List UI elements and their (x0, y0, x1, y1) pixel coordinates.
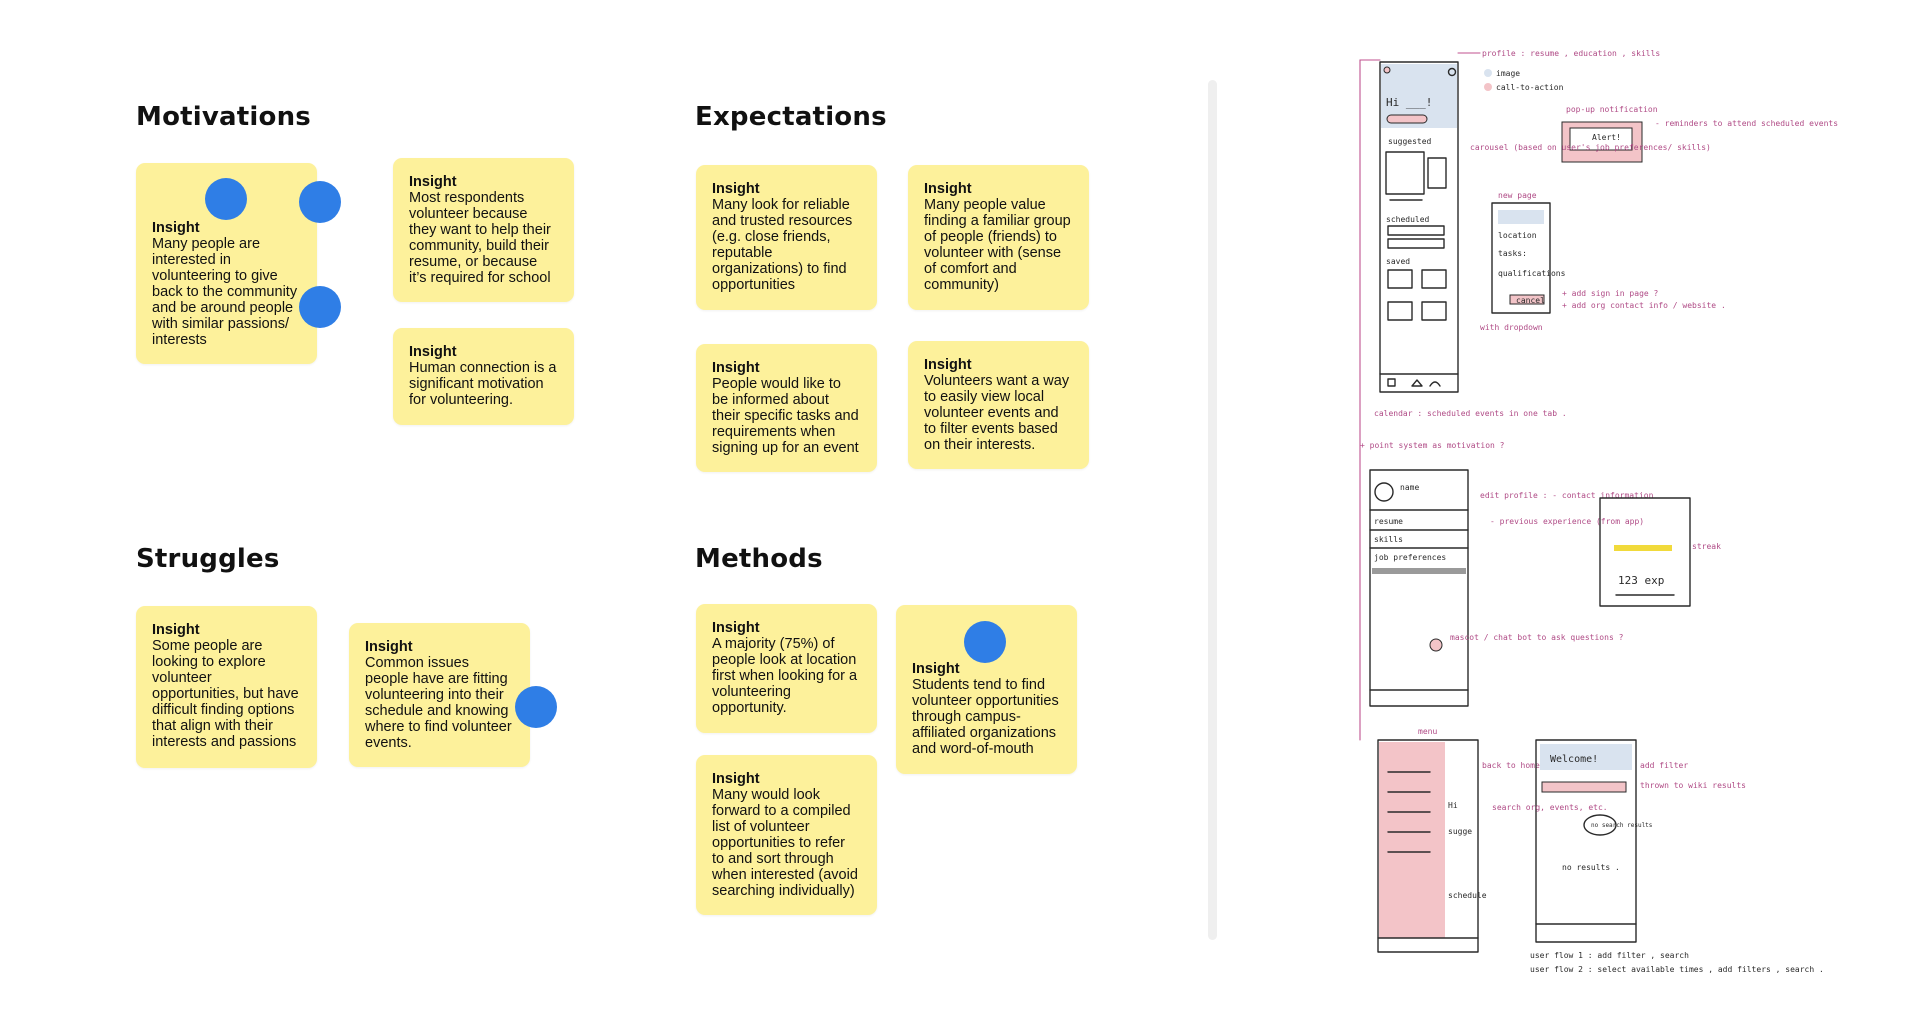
svg-text:- previous experience (from ap: - previous experience (from app) (1490, 517, 1644, 526)
svg-text:- reminders to attend schedule: - reminders to attend scheduled events (1655, 119, 1838, 128)
note-body: People would like to be informed about t… (712, 376, 859, 456)
note-title: Insight (712, 771, 760, 787)
svg-text:with dropdown: with dropdown (1480, 323, 1543, 332)
svg-text:profile : resume , education ,: profile : resume , education , skills (1482, 49, 1660, 58)
svg-text:skills: skills (1374, 535, 1403, 544)
svg-text:123 exp: 123 exp (1618, 574, 1664, 587)
note-body: Volunteers want a way to easily view loc… (924, 373, 1070, 453)
svg-text:call-to-action: call-to-action (1496, 83, 1564, 92)
svg-text:Alert!: Alert! (1592, 133, 1621, 142)
svg-text:+ add org contact info / websi: + add org contact info / website . (1562, 301, 1726, 310)
svg-text:search org, events, etc.: search org, events, etc. (1492, 803, 1608, 812)
svg-text:job preferences: job preferences (1374, 553, 1446, 562)
note-body: Human connection is a significant motiva… (409, 360, 557, 408)
collaborator-dot[interactable] (515, 686, 557, 728)
note-title: Insight (365, 639, 413, 655)
svg-text:image: image (1496, 69, 1520, 78)
note-body: Many would look forward to a compiled li… (712, 787, 858, 899)
sticky-note-methods-3[interactable]: Insight Many would look forward to a com… (696, 755, 877, 915)
note-body: Students tend to find volunteer opportun… (912, 677, 1059, 757)
svg-text:edit profile : - contact infor: edit profile : - contact information (1480, 491, 1654, 500)
collaborator-dot[interactable] (299, 286, 341, 328)
note-title: Insight (409, 174, 457, 190)
svg-text:carousel (based on user's job: carousel (based on user's job preference… (1470, 143, 1711, 152)
svg-text:pop-up notification: pop-up notification (1566, 105, 1658, 114)
svg-text:name: name (1400, 483, 1419, 492)
note-body: Most respondents volunteer because they … (409, 190, 551, 286)
wireframe-home-screen: Hi ___! suggested scheduled saved (1379, 61, 1459, 393)
svg-text:thrown to wiki results: thrown to wiki results (1640, 781, 1746, 790)
svg-text:scheduled: scheduled (1386, 215, 1430, 224)
wireframe-menu-screen: Hi sugge schedule (1377, 739, 1487, 953)
svg-text:suggested: suggested (1388, 137, 1432, 146)
svg-text:menu: menu (1418, 727, 1437, 736)
heading-expectations: Expectations (695, 102, 887, 132)
svg-text:back to home: back to home (1482, 761, 1540, 770)
sticky-note-expectations-3[interactable]: Insight People would like to be informed… (696, 344, 877, 472)
svg-text:Welcome!: Welcome! (1550, 754, 1598, 765)
svg-text:no search results: no search results (1591, 822, 1653, 829)
heading-motivations: Motivations (136, 102, 311, 132)
svg-text:saved: saved (1386, 257, 1410, 266)
sticky-note-expectations-2[interactable]: Insight Many people value finding a fami… (908, 165, 1089, 310)
wireframe-search-screen: Welcome! no search results no results . (1535, 739, 1653, 943)
svg-text:+ point system as motivation ?: + point system as motivation ? (1360, 441, 1505, 450)
svg-text:mascot / chat bot to ask quest: mascot / chat bot to ask questions ? (1450, 633, 1624, 642)
svg-text:resume: resume (1374, 517, 1403, 526)
svg-text:tasks:: tasks: (1498, 249, 1527, 258)
note-title: Insight (152, 220, 200, 236)
svg-text:Hi: Hi (1448, 801, 1458, 810)
svg-text:+ add sign in page ?: + add sign in page ? (1562, 289, 1659, 298)
note-title: Insight (712, 181, 760, 197)
note-body: Common issues people have are fitting vo… (365, 655, 512, 751)
note-title: Insight (712, 620, 760, 636)
section-divider (1208, 80, 1217, 940)
svg-text:add filter: add filter (1640, 761, 1688, 770)
note-title: Insight (924, 181, 972, 197)
wireframe-points-card: 123 exp (1599, 497, 1691, 607)
collaborator-dot[interactable] (299, 181, 341, 223)
collaborator-dot[interactable] (964, 621, 1006, 663)
svg-text:qualifications: qualifications (1498, 269, 1566, 278)
note-title: Insight (924, 357, 972, 373)
greeting-text: Hi ___! (1386, 96, 1432, 109)
svg-text:streak: streak (1692, 542, 1721, 551)
note-title: Insight (912, 661, 960, 677)
svg-text:no results .: no results . (1562, 863, 1620, 872)
note-title: Insight (712, 360, 760, 376)
wireframe-sketch: Hi ___! suggested scheduled saved profil… (1359, 49, 1838, 974)
sticky-note-expectations-4[interactable]: Insight Volunteers want a way to easily … (908, 341, 1089, 469)
collaborator-dot[interactable] (205, 178, 247, 220)
svg-text:user flow 2 : select available: user flow 2 : select available times , a… (1530, 965, 1824, 974)
note-body: Some people are looking to explore volun… (152, 638, 299, 750)
heading-struggles: Struggles (136, 544, 280, 574)
sticky-note-methods-1[interactable]: Insight A majority (75%) of people look … (696, 604, 877, 733)
svg-text:schedule: schedule (1448, 891, 1487, 900)
sticky-note-motivations-2[interactable]: Insight Most respondents volunteer becau… (393, 158, 574, 302)
sticky-note-struggles-2[interactable]: Insight Common issues people have are fi… (349, 623, 530, 767)
sticky-note-motivations-3[interactable]: Insight Human connection is a significan… (393, 328, 574, 425)
note-body: Many look for reliable and trusted resou… (712, 197, 853, 293)
svg-text:sugge: sugge (1448, 827, 1472, 836)
note-body: A majority (75%) of people look at locat… (712, 636, 858, 716)
sticky-note-struggles-1[interactable]: Insight Some people are looking to explo… (136, 606, 317, 768)
note-body: Many people value finding a familiar gro… (924, 197, 1071, 293)
svg-text:cancel: cancel (1516, 296, 1545, 305)
heading-methods: Methods (695, 544, 823, 574)
note-body: Many people are interested in volunteeri… (152, 236, 298, 348)
wireframe-profile-screen: name resume skills job preferences (1369, 469, 1469, 707)
note-title: Insight (409, 344, 457, 360)
svg-text:calendar : scheduled events in: calendar : scheduled events in one tab . (1374, 409, 1567, 418)
svg-text:location: location (1498, 231, 1537, 240)
note-title: Insight (152, 622, 200, 638)
svg-text:new page: new page (1498, 191, 1537, 200)
sticky-note-expectations-1[interactable]: Insight Many look for reliable and trust… (696, 165, 877, 310)
svg-text:user flow 1 : add filter , sea: user flow 1 : add filter , search (1530, 951, 1689, 960)
